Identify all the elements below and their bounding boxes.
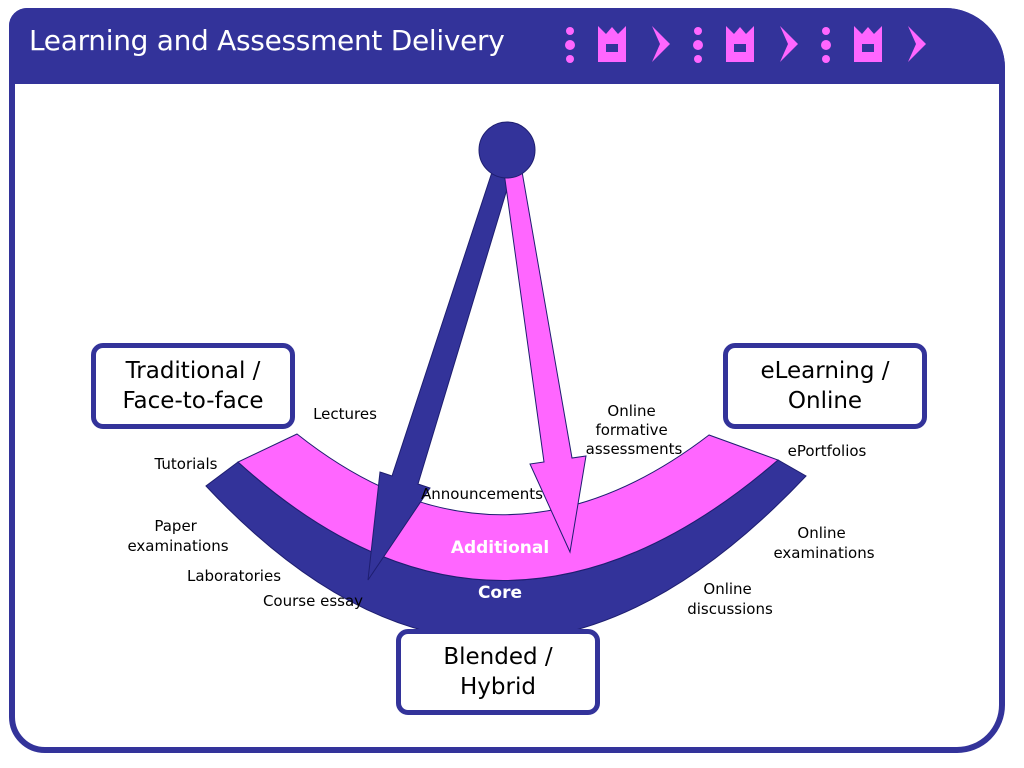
blended-box: Blended / Hybrid xyxy=(396,629,600,715)
label-paper-line2: examinations xyxy=(127,537,228,555)
label-online-examinations: Online examinations xyxy=(773,524,874,562)
ornament-group-1 xyxy=(565,26,670,63)
label-paper-examinations: Paper examinations xyxy=(127,517,228,555)
label-announcements: Announcements xyxy=(421,485,543,503)
label-formative-line2: formative xyxy=(595,421,667,439)
label-paper-line1: Paper xyxy=(154,517,197,535)
label-online-exams-line2: examinations xyxy=(773,544,874,562)
label-discussions-line2: discussions xyxy=(687,600,773,618)
label-laboratories: Laboratories xyxy=(187,567,281,585)
label-eportfolios: ePortfolios xyxy=(788,442,867,460)
navy-arrow xyxy=(367,159,515,581)
ornament-group-3 xyxy=(821,26,926,63)
title-ornament xyxy=(565,26,926,63)
label-formative-line3: assessments xyxy=(586,440,683,458)
traditional-box: Traditional / Face-to-face xyxy=(91,343,295,429)
label-lectures: Lectures xyxy=(313,405,377,423)
label-course-essay: Course essay xyxy=(263,592,363,610)
label-tutorials: Tutorials xyxy=(154,455,218,473)
magenta-arrow xyxy=(502,159,587,554)
elearning-box: eLearning / Online xyxy=(723,343,927,429)
label-discussions-line1: Online xyxy=(703,580,751,598)
slide-title: Learning and Assessment Delivery xyxy=(29,24,505,57)
label-online-exams-line1: Online xyxy=(797,524,845,542)
label-online-formative-assessments: Online formative assessments xyxy=(586,402,683,458)
pivot-circle xyxy=(478,121,536,179)
additional-label: Additional xyxy=(451,538,549,558)
label-online-discussions: Online discussions xyxy=(687,580,773,618)
title-bar xyxy=(9,8,1005,84)
ornament-group-2 xyxy=(693,26,798,63)
core-label: Core xyxy=(478,583,522,603)
label-formative-line1: Online xyxy=(607,402,655,420)
